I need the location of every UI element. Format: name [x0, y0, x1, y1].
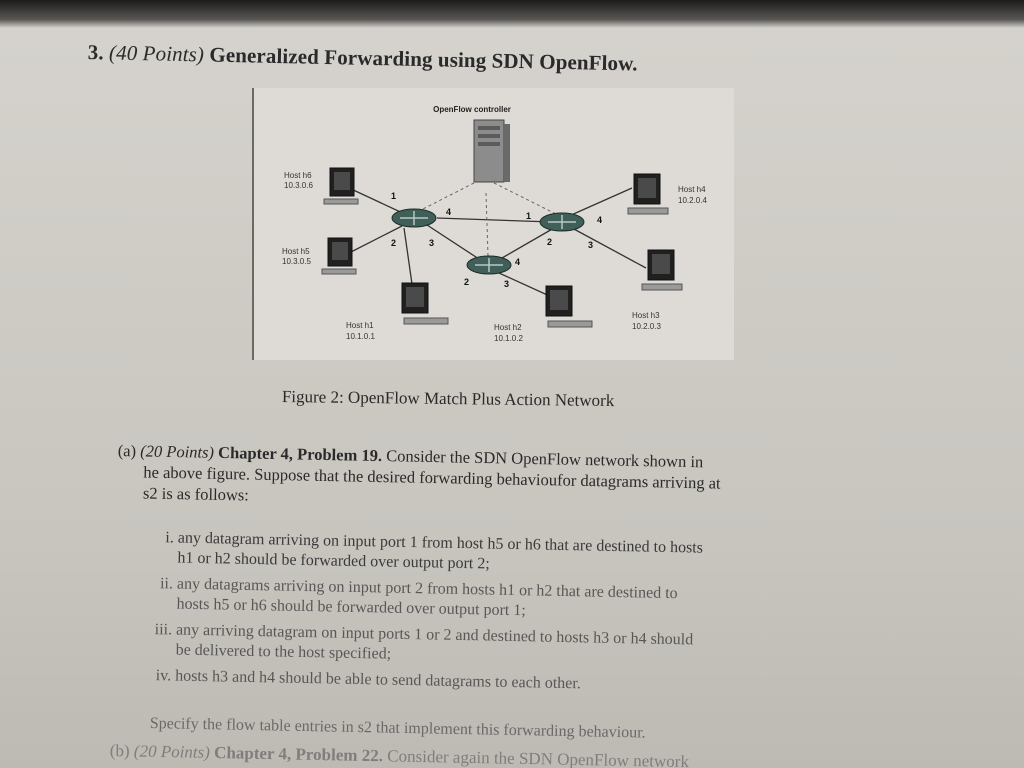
part-b-text: Consider again the SDN OpenFlow network	[387, 746, 690, 768]
part-a-label: (a)	[117, 440, 137, 461]
part-a-points: (20 Points)	[140, 441, 215, 462]
network-figure: OpenFlow controller	[252, 88, 734, 360]
host-h6-name: Host h6	[284, 171, 312, 180]
link-s2-s3	[501, 227, 555, 259]
s1-port-3: 3	[429, 238, 434, 248]
list-item: i. any datagram arriving on input port 1…	[149, 528, 930, 583]
ctrl-link-s3	[485, 192, 489, 257]
host-h4-name: Host h4	[678, 185, 706, 194]
host-h5-computer-icon	[321, 237, 357, 275]
figure-caption: Figure 2: OpenFlow Match Plus Action Net…	[281, 387, 615, 411]
s2-port-1: 1	[526, 211, 531, 221]
host-h3-name: Host h3	[632, 311, 660, 320]
list-item: iii. any arriving datagram on input port…	[147, 620, 928, 675]
s2-port-4: 4	[597, 215, 602, 225]
s1-port-4: 4	[446, 207, 451, 217]
list-item-number: iv.	[155, 667, 172, 685]
host-h1-computer-icon	[401, 282, 449, 325]
network-diagram: OpenFlow controller	[282, 105, 707, 343]
host-h4-ip: 10.2.0.4	[678, 196, 707, 205]
list-item: ii. any datagrams arriving on input port…	[148, 574, 929, 629]
list-item-number: iii.	[154, 621, 173, 639]
host-h4-computer-icon	[627, 173, 669, 215]
controller-label: OpenFlow controller	[433, 105, 511, 114]
host-h5-ip: 10.3.0.5	[282, 257, 311, 266]
requirements-list: i. any datagram arriving on input port 1…	[147, 528, 930, 707]
link-s1-s3	[423, 222, 483, 262]
link-s2-h4	[568, 187, 633, 217]
controller-server-icon	[473, 119, 510, 183]
part-b-label: (b)	[109, 741, 130, 761]
host-h3-computer-icon	[641, 249, 683, 291]
part-b-problem: Chapter 4, Problem 22.	[213, 743, 384, 766]
part-a-intro: (a) (20 Points) Chapter 4, Problem 19. C…	[117, 440, 928, 519]
question-points: (40 Points)	[108, 40, 205, 67]
host-h5-name: Host h5	[282, 247, 310, 256]
question-number: 3.	[87, 40, 104, 65]
switch-s3-icon	[466, 255, 512, 275]
switch-s2-icon	[539, 212, 585, 232]
part-a-problem: Chapter 4, Problem 19.	[217, 442, 383, 466]
ctrl-link-s2	[493, 182, 557, 215]
list-item-number: i.	[165, 529, 174, 547]
host-h1-name: Host h1	[346, 321, 374, 330]
host-h3-ip: 10.2.0.3	[632, 322, 661, 331]
link-h5-s1	[348, 225, 403, 254]
s3-port-3: 3	[504, 279, 509, 289]
photo-shadow	[0, 0, 1024, 28]
s2-port-3: 3	[588, 240, 593, 250]
host-h1-ip: 10.1.0.1	[346, 332, 375, 341]
question-title: Generalized Forwarding using SDN OpenFlo…	[209, 42, 638, 76]
part-b-intro: (b) (20 Points) Chapter 4, Problem 22. C…	[110, 741, 689, 768]
s1-port-2: 2	[391, 238, 396, 248]
link-s3-h2	[498, 272, 555, 299]
part-a-specify: Specify the flow table entries in s2 tha…	[149, 715, 646, 742]
link-s2-h3	[571, 227, 647, 269]
host-h6-ip: 10.3.0.6	[284, 181, 313, 190]
ctrl-link-s1	[418, 182, 475, 212]
link-s1-s2	[436, 217, 553, 223]
s3-port-2: 2	[464, 277, 469, 287]
host-h2-computer-icon	[545, 285, 593, 328]
list-item-number: ii.	[159, 575, 174, 593]
s1-port-1: 1	[391, 191, 396, 201]
host-h2-name: Host h2	[494, 323, 522, 332]
host-h2-ip: 10.1.0.2	[494, 334, 523, 343]
question-heading: 3. (40 Points) Generalized Forwarding us…	[87, 40, 637, 77]
host-h6-computer-icon	[323, 167, 359, 205]
s3-port-4: 4	[515, 257, 520, 267]
part-b-points: (20 Points)	[133, 741, 211, 762]
s2-port-2: 2	[547, 237, 552, 247]
switch-s1-icon	[391, 208, 437, 228]
